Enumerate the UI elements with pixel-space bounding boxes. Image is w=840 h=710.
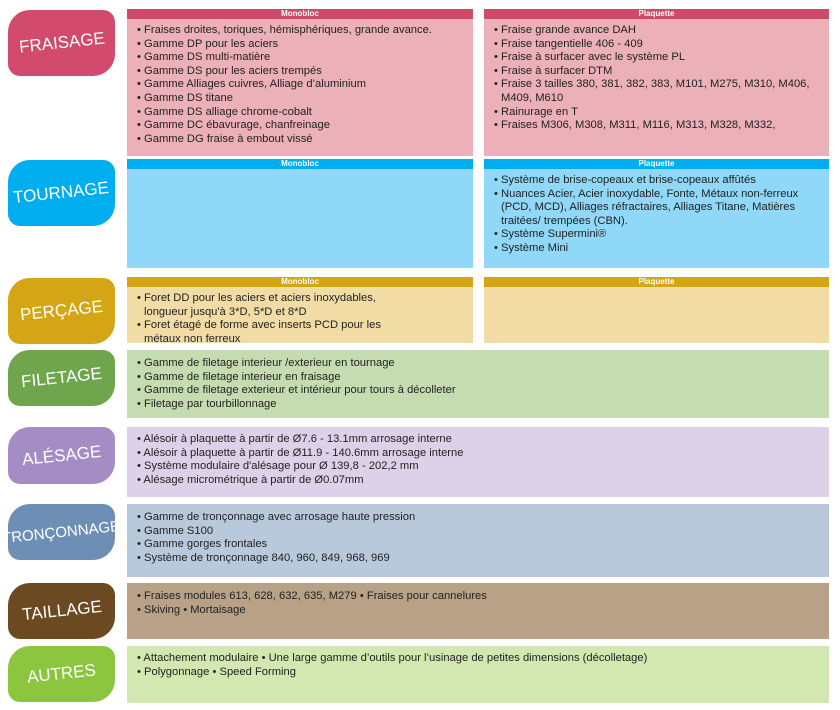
list-item: Gamme de filetage exterieur et intérieur… <box>137 384 829 398</box>
category-tronconnage[interactable]: TRONÇONNAGE <box>2 504 121 560</box>
list-item: Skiving • Mortaisage <box>137 604 829 618</box>
tronconnage-panel: Gamme de tronçonnage avec arrosage haute… <box>127 504 829 577</box>
item-list: Attachement modulaire • Une large gamme … <box>127 646 829 679</box>
list-item: Nuances Acier, Acier inoxydable, Fonte, … <box>494 188 821 229</box>
taillage-panel: Fraises modules 613, 628, 632, 635, M279… <box>127 583 829 639</box>
filetage-panel: Gamme de filetage interieur /exterieur e… <box>127 350 829 418</box>
list-item: Foret étagé de forme avec inserts PCD po… <box>137 319 413 346</box>
category-fraisage[interactable]: FRAISAGE <box>8 10 115 76</box>
category-label: TOURNAGE <box>12 178 111 207</box>
list-item: Fraise à surfacer avec le système PL <box>494 51 821 65</box>
autres-panel: Attachement modulaire • Une large gamme … <box>127 646 829 703</box>
monobloc-header: Monobloc <box>127 277 473 287</box>
item-list: Foret DD pour les aciers et aciers inoxy… <box>127 287 473 346</box>
percage-plaquette-panel: Plaquette <box>484 277 829 343</box>
list-item: Foret DD pour les aciers et aciers inoxy… <box>137 292 413 319</box>
item-list: Fraise grande avance DAHFraise tangentie… <box>484 19 829 133</box>
percage-monobloc-panel: MonoblocForet DD pour les aciers et acie… <box>127 277 473 346</box>
tournage-plaquette-panel: PlaquetteSystème de brise-copeaux et bri… <box>484 159 829 268</box>
category-label: ALÉSAGE <box>20 441 102 469</box>
list-item: Fraise à surfacer DTM <box>494 65 821 79</box>
list-item: Rainurage en T <box>494 106 821 120</box>
item-list: Fraises modules 613, 628, 632, 635, M279… <box>127 583 829 617</box>
category-autres[interactable]: AUTRES <box>8 646 115 702</box>
list-item: Système Supermini® <box>494 228 821 242</box>
plaquette-header: Plaquette <box>484 159 829 169</box>
plaquette-header: Plaquette <box>484 277 829 287</box>
category-label: AUTRES <box>26 660 97 687</box>
list-item: Fraise 3 tailles 380, 381, 382, 383, M10… <box>494 78 821 105</box>
list-item: Système de brise-copeaux et brise-copeau… <box>494 174 821 188</box>
list-item: Système modulaire d'alésage pour Ø 139,8… <box>137 460 829 474</box>
fraisage-plaquette-panel: PlaquetteFraise grande avance DAHFraise … <box>484 9 829 156</box>
alesage-panel: Alésoir à plaquette à partir de Ø7.6 - 1… <box>127 427 829 497</box>
item-list: Fraises droites, toriques, hémisphérique… <box>127 19 473 146</box>
item-list: Gamme de filetage interieur /exterieur e… <box>127 350 829 411</box>
fraisage-monobloc-panel: MonoblocFraises droites, toriques, hémis… <box>127 9 473 156</box>
list-item: Gamme gorges frontales <box>137 538 829 552</box>
tournage-monobloc-panel: Monobloc <box>127 159 473 268</box>
list-item: Gamme DP pour les aciers <box>137 38 473 52</box>
list-item: Gamme de tronçonnage avec arrosage haute… <box>137 511 829 525</box>
list-item: Attachement modulaire • Une large gamme … <box>137 652 829 666</box>
list-item: Système Mini <box>494 242 821 256</box>
list-item: Alésoir à plaquette à partir de Ø11.9 - … <box>137 447 829 461</box>
item-list: Système de brise-copeaux et brise-copeau… <box>484 169 829 256</box>
category-label: TAILLAGE <box>20 596 103 625</box>
category-tournage[interactable]: TOURNAGE <box>8 160 115 226</box>
list-item: Polygonnage • Speed Forming <box>137 666 829 680</box>
category-alesage[interactable]: ALÉSAGE <box>8 427 115 484</box>
list-item: Système de tronçonnage 840, 960, 849, 96… <box>137 552 829 566</box>
list-item: Fraises modules 613, 628, 632, 635, M279… <box>137 590 829 604</box>
list-item: Filetage par tourbillonnage <box>137 398 829 412</box>
list-item: Gamme de filetage interieur en fraisage <box>137 371 829 385</box>
monobloc-header: Monobloc <box>127 159 473 169</box>
list-item: Fraises M306, M308, M311, M116, M313, M3… <box>494 119 821 133</box>
list-item: Fraises droites, toriques, hémisphérique… <box>137 24 473 38</box>
category-label: PERÇAGE <box>19 296 104 325</box>
list-item: Gamme DG fraise à embout vissé <box>137 133 473 147</box>
item-list: Gamme de tronçonnage avec arrosage haute… <box>127 504 829 565</box>
list-item: Gamme S100 <box>137 525 829 539</box>
category-label: FRAISAGE <box>17 28 106 57</box>
list-item: Alésage micrométrique à partir de Ø0.07m… <box>137 474 829 488</box>
list-item: Fraise grande avance DAH <box>494 24 821 38</box>
list-item: Gamme DS pour les aciers trempés <box>137 65 473 79</box>
category-percage[interactable]: PERÇAGE <box>8 278 115 344</box>
list-item: Gamme de filetage interieur /exterieur e… <box>137 357 829 371</box>
list-item: Gamme Alliages cuivres, Alliage d’alumin… <box>137 78 473 92</box>
list-item: Gamme DS titane <box>137 92 473 106</box>
list-item: Fraise tangentielle 406 - 409 <box>494 38 821 52</box>
monobloc-header: Monobloc <box>127 9 473 19</box>
plaquette-header: Plaquette <box>484 9 829 19</box>
category-label: TRONÇONNAGE <box>1 517 122 547</box>
category-taillage[interactable]: TAILLAGE <box>8 583 115 639</box>
list-item: Gamme DS multi-matière <box>137 51 473 65</box>
list-item: Gamme DS alliage chrome-cobalt <box>137 106 473 120</box>
category-filetage[interactable]: FILETAGE <box>8 350 115 406</box>
category-label: FILETAGE <box>20 363 103 392</box>
list-item: Gamme DC ébavurage, chanfreinage <box>137 119 473 133</box>
item-list: Alésoir à plaquette à partir de Ø7.6 - 1… <box>127 427 829 487</box>
list-item: Alésoir à plaquette à partir de Ø7.6 - 1… <box>137 433 829 447</box>
